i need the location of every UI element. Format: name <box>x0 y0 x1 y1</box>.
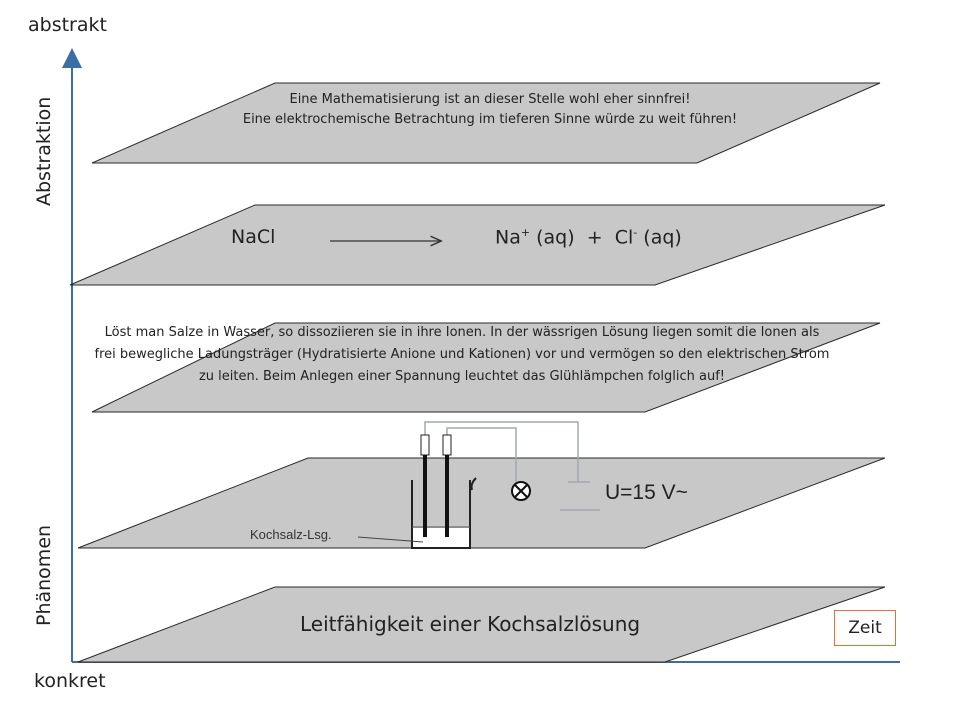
circuit-wires <box>424 421 600 511</box>
chloride-charge: - <box>633 226 638 239</box>
time-box: Zeit <box>834 610 896 646</box>
axis-label-abstract: abstrakt <box>28 14 107 36</box>
beaker <box>411 477 477 549</box>
equation-reactant: NaCl <box>231 226 276 248</box>
solution-pointer <box>357 536 424 543</box>
math-note: Eine Mathematisierung ist an dieser Stel… <box>170 90 810 130</box>
plane-equation <box>69 204 886 286</box>
chloride-ion: Cl <box>614 226 634 249</box>
sodium-state: (aq) + <box>530 226 615 249</box>
lamp-icon <box>511 481 531 501</box>
axis-label-phenomenon: Phänomen <box>33 524 55 626</box>
chloride-state: (aq) <box>637 226 682 249</box>
plane-math <box>91 82 881 164</box>
axis-label-abstraction: Abstraktion <box>33 96 55 206</box>
solution-fill <box>413 528 469 547</box>
plane-bottom <box>77 586 886 663</box>
plane-apparatus <box>77 457 886 549</box>
math-note-line2: Eine elektrochemische Betrachtung im tie… <box>242 112 738 127</box>
sodium-charge: + <box>520 226 531 239</box>
sodium-ion: Na <box>495 226 521 249</box>
electrodes <box>420 434 452 537</box>
solution-label: Kochsalz-Lsg. <box>250 527 332 542</box>
axis-label-concrete: konkret <box>34 670 106 692</box>
voltage-label: U=15 V~ <box>605 481 688 504</box>
equation-products: Na+ (aq) + Cl- (aq) <box>495 226 682 248</box>
plane-explanation <box>91 322 881 413</box>
bottom-title: Leitfähigkeit einer Kochsalzlösung <box>300 612 641 636</box>
explanation-text: Löst man Salze in Wasser, so dissoziiere… <box>94 325 830 384</box>
math-note-line1: Eine Mathematisierung ist an dieser Stel… <box>289 92 691 107</box>
